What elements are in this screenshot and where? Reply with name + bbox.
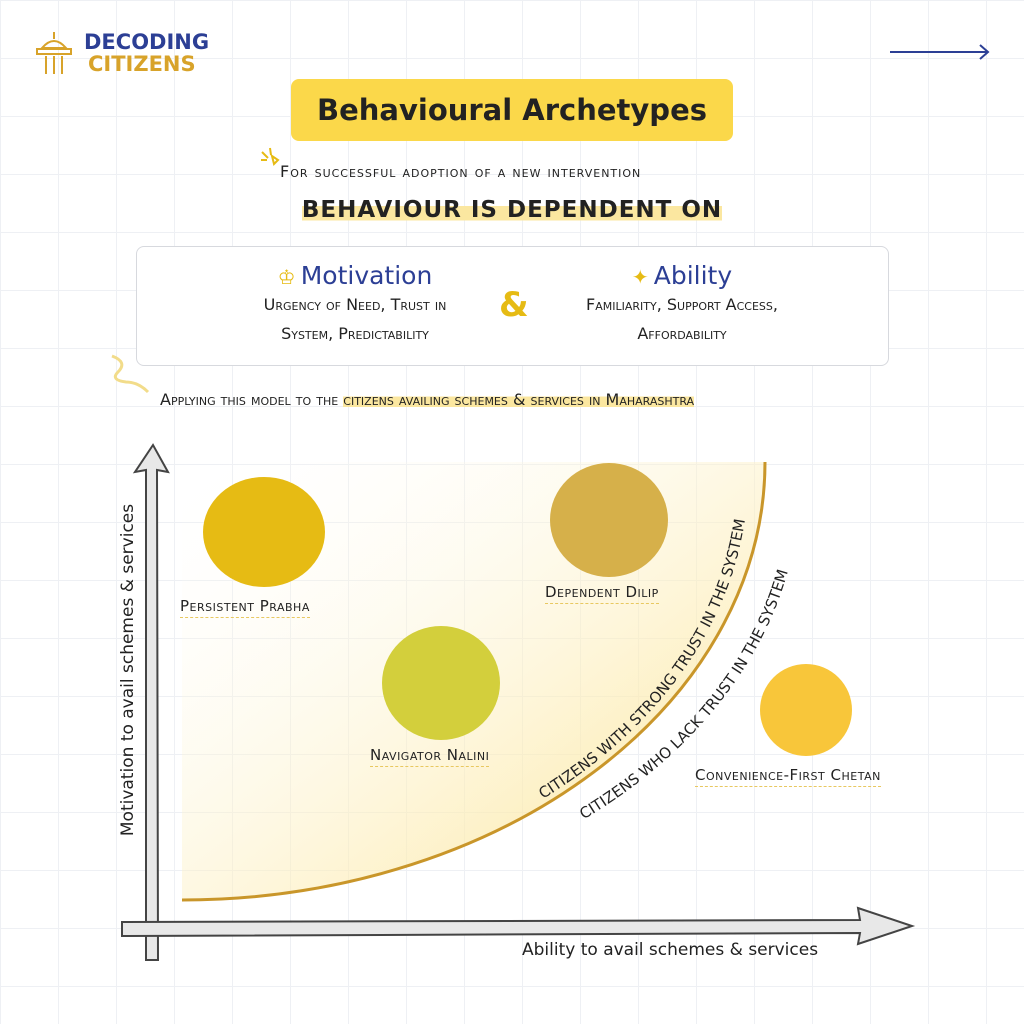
headline-text: BEHAVIOUR IS DEPENDENT ON (301, 197, 723, 223)
nalini-avatar (382, 626, 500, 740)
headline: BEHAVIOUR IS DEPENDENT ON (0, 197, 1024, 223)
motivation-desc-1: Urgency of Need, Trust in (263, 295, 447, 314)
ability-title: Ability (653, 261, 733, 290)
crown-icon: ♔ (277, 265, 296, 289)
archetype-chetan: Convenience-First Chetan (695, 766, 881, 787)
motivation-section: ♔ Motivation Urgency of Need, Trust in S… (225, 261, 485, 348)
motivation-title: Motivation (300, 261, 433, 290)
apply-text: Applying this model to the citizens avai… (160, 390, 695, 409)
pillar-logo-icon (36, 32, 72, 74)
archetype-prabha: Persistent Prabha (180, 597, 310, 618)
ability-section: ✦ Ability Familiarity, Support Access, A… (549, 261, 815, 348)
dilip-avatar (550, 463, 668, 577)
ability-desc-2: Affordability (637, 324, 727, 343)
arrow-right-icon[interactable] (888, 42, 992, 62)
trust-curve (181, 461, 767, 902)
logo-line1: DECODING (84, 30, 210, 54)
page-title: Behavioural Archetypes (291, 79, 733, 141)
x-axis-arrow (121, 906, 916, 946)
chetan-avatar (760, 664, 852, 756)
y-axis-arrow (132, 443, 170, 961)
y-axis-label: Motivation to avail schemes & services (118, 503, 138, 837)
archetype-nalini: Navigator Nalini (370, 746, 490, 767)
sparkle-icon (261, 147, 280, 166)
ability-desc-1: Familiarity, Support Access, (586, 295, 778, 314)
model-box: ♔ Motivation Urgency of Need, Trust in S… (136, 246, 889, 366)
apply-prefix: Applying this model to the (160, 390, 344, 409)
x-axis-label: Ability to avail schemes & services (522, 940, 819, 960)
curly-arrow-icon (111, 354, 150, 394)
motivation-desc-2: System, Predictability (281, 324, 429, 343)
ampersand: & (499, 285, 529, 325)
prabha-avatar (203, 477, 325, 587)
sparkle-star-icon: ✦ (631, 265, 649, 289)
logo-line2: CITIZENS (88, 52, 196, 76)
archetype-dilip: Dependent Dilip (545, 583, 659, 604)
subtitle: For successful adoption of a new interve… (280, 162, 642, 181)
apply-highlight: citizens availing schemes & services in … (343, 390, 695, 409)
